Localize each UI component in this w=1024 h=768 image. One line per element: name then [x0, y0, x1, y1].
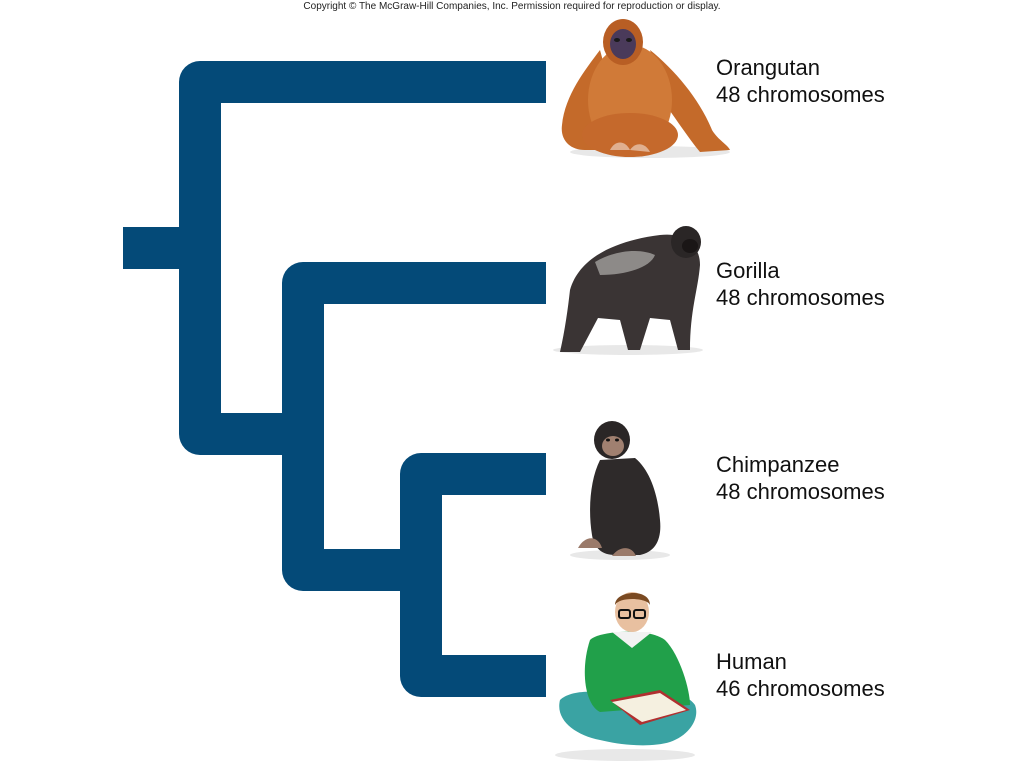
chromosome-count: 48 chromosomes [716, 479, 885, 504]
species-name: Human [716, 649, 787, 674]
label-orangutan: Orangutan 48 chromosomes [716, 54, 885, 108]
tree-root [123, 227, 185, 269]
human-icon [555, 592, 697, 761]
chromosome-count: 46 chromosomes [716, 676, 885, 701]
chimpanzee-icon [570, 421, 670, 560]
label-gorilla: Gorilla 48 chromosomes [716, 257, 885, 311]
species-name: Chimpanzee [716, 452, 840, 477]
chromosome-count: 48 chromosomes [716, 82, 885, 107]
species-name: Orangutan [716, 55, 820, 80]
gorilla-icon [553, 226, 703, 355]
label-chimpanzee: Chimpanzee 48 chromosomes [716, 451, 885, 505]
branch-chimpanzee [400, 453, 546, 697]
chromosome-count: 48 chromosomes [716, 285, 885, 310]
copyright-notice: Copyright © The McGraw-Hill Companies, I… [303, 1, 721, 12]
label-human: Human 46 chromosomes [716, 648, 885, 702]
branch-gorilla [282, 262, 546, 591]
species-name: Gorilla [716, 258, 780, 283]
orangutan-icon [561, 19, 730, 158]
branch-orangutan [179, 61, 546, 455]
